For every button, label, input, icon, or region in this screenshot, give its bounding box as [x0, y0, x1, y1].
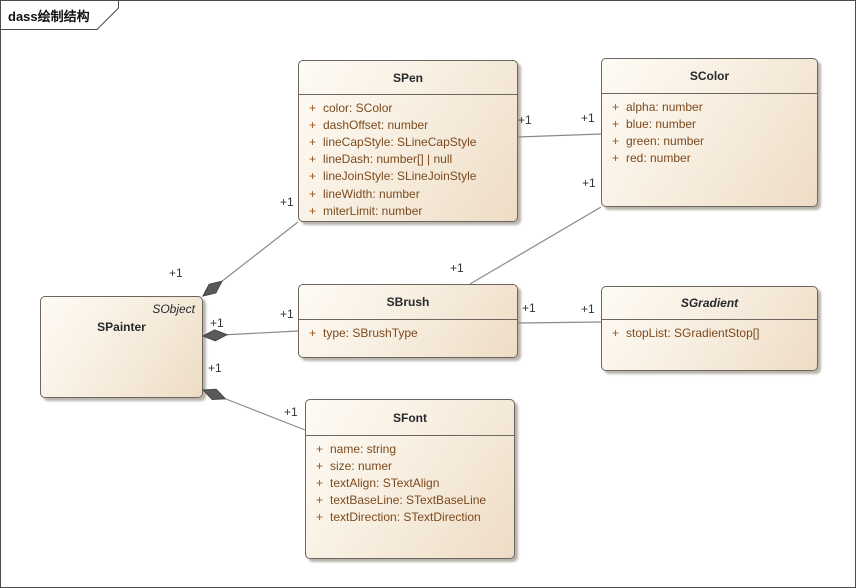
multiplicity-label: +1 — [169, 266, 183, 280]
attribute-text: lineJoinStyle: SLineJoinStyle — [323, 169, 477, 184]
class-scolor[interactable]: SColor + alpha: number + blue: number + gre… — [601, 58, 818, 207]
visibility-marker: + — [316, 458, 324, 473]
attribute-row: + color: SColor — [299, 99, 517, 116]
attribute-text: textBaseLine: STextBaseLine — [330, 493, 487, 508]
visibility-marker: + — [309, 152, 317, 167]
multiplicity-label: +1 — [280, 307, 294, 321]
class-name: SColor — [689, 69, 730, 83]
visibility-marker: + — [309, 325, 317, 340]
class-sgradient[interactable]: SGradient + stopList: SGradientStop[] — [601, 286, 818, 371]
attribute-row: + red: number — [602, 150, 817, 167]
attribute-row: + type: SBrushType — [299, 324, 517, 341]
attribute-text: lineDash: number[] | null — [323, 152, 453, 167]
attribute-row: + miterLimit: number — [299, 202, 517, 219]
class-header: SPen — [299, 61, 517, 95]
visibility-marker: + — [316, 493, 324, 508]
attribute-text: name: string — [330, 441, 397, 456]
attribute-text: textAlign: STextAlign — [330, 475, 440, 490]
attribute-text: red: number — [626, 151, 691, 166]
attribute-row: + alpha: number — [602, 98, 817, 115]
class-name: SBrush — [386, 295, 430, 309]
frame-tab — [0, 0, 119, 30]
multiplicity-label: +1 — [581, 111, 595, 125]
multiplicity-label: +1 — [210, 316, 224, 330]
attribute-row: + lineJoinStyle: SLineJoinStyle — [299, 168, 517, 185]
attribute-list: + alpha: number + blue: number + green: num… — [602, 94, 817, 167]
class-header: SGradient — [602, 287, 817, 320]
multiplicity-label: +1 — [208, 361, 222, 375]
visibility-marker: + — [316, 510, 324, 525]
class-name: SFont — [393, 410, 427, 425]
attribute-row: + lineDash: number[] | null — [299, 151, 517, 168]
attribute-row: + lineWidth: number — [299, 185, 517, 202]
class-spen[interactable]: SPen + color: SColor + dashOffset: number … — [298, 60, 518, 222]
class-sbrush[interactable]: SBrush + type: SBrushType — [298, 284, 518, 358]
attribute-row: + stopList: SGradientStop[] — [602, 324, 817, 341]
attribute-list: + name: string + size: numer + textAlign: S… — [306, 436, 514, 526]
visibility-marker: + — [612, 151, 620, 166]
attribute-text: green: number — [626, 133, 705, 148]
attribute-row: + lineCapStyle: SLineCapStyle — [299, 133, 517, 150]
attribute-row: + name: string — [306, 440, 514, 457]
multiplicity-label: +1 — [581, 302, 595, 316]
multiplicity-label: +1 — [582, 176, 596, 190]
attribute-row: + dashOffset: number — [299, 116, 517, 133]
attribute-text: dashOffset: number — [323, 117, 429, 132]
attribute-row: + textDirection: STextDirection — [306, 509, 514, 526]
visibility-marker: + — [612, 325, 620, 340]
class-header: SColor — [602, 59, 817, 94]
attribute-text: alpha: number — [626, 99, 703, 114]
visibility-marker: + — [316, 475, 324, 490]
class-spainter[interactable]: SObject SPainter — [40, 296, 203, 398]
class-header: SFont — [306, 400, 514, 436]
attribute-list: + stopList: SGradientStop[] — [602, 320, 817, 341]
attribute-row: + size: numer — [306, 457, 514, 474]
attribute-text: type: SBrushType — [323, 325, 418, 340]
class-sfont[interactable]: SFont + name: string + size: numer + textAl… — [305, 399, 515, 559]
attribute-row: + blue: number — [602, 115, 817, 132]
visibility-marker: + — [309, 100, 317, 115]
multiplicity-label: +1 — [522, 301, 536, 315]
class-name: SPen — [392, 70, 423, 85]
visibility-marker: + — [309, 169, 317, 184]
visibility-marker: + — [316, 441, 324, 456]
visibility-marker: + — [309, 134, 317, 149]
attribute-row: + textBaseLine: STextBaseLine — [306, 492, 514, 509]
class-name: SGradient — [680, 296, 739, 310]
class-header: SBrush — [299, 285, 517, 320]
attribute-row: + green: number — [602, 132, 817, 149]
attribute-text: miterLimit: number — [323, 203, 423, 218]
visibility-marker: + — [612, 133, 620, 148]
attribute-text: lineCapStyle: SLineCapStyle — [323, 134, 477, 149]
attribute-text: color: SColor — [323, 100, 393, 115]
visibility-marker: + — [612, 99, 620, 114]
frame-title: dass绘制结构 — [8, 9, 90, 24]
multiplicity-label: +1 — [450, 261, 464, 275]
attribute-text: blue: number — [626, 116, 697, 131]
parent-class-label: SObject — [152, 302, 195, 316]
multiplicity-label: +1 — [518, 113, 532, 127]
attribute-list: + color: SColor + dashOffset: number + line… — [299, 95, 517, 219]
class-name: SPainter — [97, 320, 146, 334]
visibility-marker: + — [612, 116, 620, 131]
attribute-text: size: numer — [330, 458, 393, 473]
attribute-list: + type: SBrushType — [299, 320, 517, 341]
visibility-marker: + — [309, 203, 317, 218]
attribute-text: stopList: SGradientStop[] — [626, 325, 760, 340]
multiplicity-label: +1 — [280, 195, 294, 209]
visibility-marker: + — [309, 117, 317, 132]
visibility-marker: + — [309, 186, 317, 201]
attribute-text: lineWidth: number — [323, 186, 420, 201]
attribute-text: textDirection: STextDirection — [330, 510, 481, 525]
attribute-row: + textAlign: STextAlign — [306, 474, 514, 491]
multiplicity-label: +1 — [284, 405, 298, 419]
